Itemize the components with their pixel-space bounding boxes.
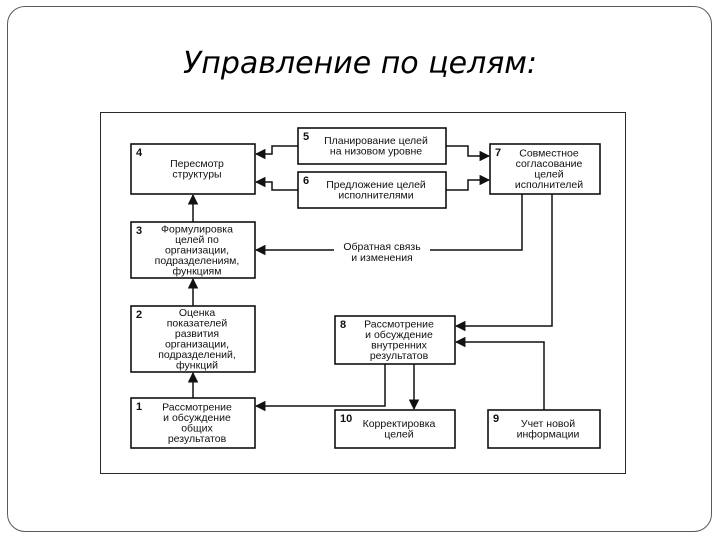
box-1-frame [130, 397, 256, 449]
box-line: и обсуждение [163, 412, 231, 424]
box-line: Совместное [519, 148, 579, 160]
box-line: организации, [165, 339, 229, 351]
box-8-frame [334, 315, 456, 365]
connector-arrow [454, 336, 545, 410]
box-line: Пересмотр [170, 158, 224, 170]
box-5-frame [297, 127, 447, 165]
connector-arrow [430, 194, 523, 251]
box-2-frame [130, 305, 256, 373]
box-line: исполнителей [515, 179, 583, 191]
box-3-frame [130, 221, 256, 279]
box-10-frame [334, 409, 456, 449]
box-number: 1 [136, 401, 142, 413]
box-4-frame [130, 143, 256, 195]
box-line: структуры [172, 169, 221, 181]
box-line: Учет новой [521, 418, 575, 430]
box-number: 6 [303, 175, 309, 187]
box-line: Рассмотрение [364, 319, 434, 331]
box-line: развития [175, 328, 219, 340]
connector-arrow [446, 145, 491, 162]
box-number: 3 [136, 225, 142, 237]
box-number: 2 [136, 309, 142, 321]
feedback-label-line: Обратная связь [343, 241, 421, 253]
connector-arrow [446, 174, 491, 191]
box-line: Корректировка [363, 418, 436, 430]
box-line: внутренних [371, 340, 428, 352]
connector-arrow [254, 145, 298, 160]
connector-arrow [454, 194, 553, 332]
box-line: согласование [516, 158, 583, 170]
diagram-frame [100, 112, 626, 474]
box-line: целей [384, 429, 413, 441]
box-9-frame [487, 409, 601, 449]
connector-arrow [254, 176, 298, 191]
box-number: 7 [495, 147, 501, 159]
box-line: подразделениям, [155, 255, 240, 267]
box-line: результатов [168, 433, 227, 445]
box-line: на низовом уровне [330, 146, 422, 158]
connector-arrow [254, 364, 386, 412]
feedback-label-line: и изменения [351, 252, 413, 264]
slide-title: Управление по целям: [182, 46, 538, 81]
box-line: Рассмотрение [162, 402, 232, 414]
box-line: организации, [165, 244, 229, 256]
box-line: целей по [175, 234, 219, 246]
box-line: Планирование целей [324, 135, 428, 147]
box-line: исполнителями [338, 190, 413, 202]
box-line: Оценка [179, 307, 216, 319]
box-number: 9 [493, 413, 499, 425]
box-number: 4 [136, 147, 143, 159]
box-line: функций [176, 360, 218, 372]
box-line: общих [181, 423, 213, 435]
box-line: целей [534, 169, 563, 181]
box-2: 2 Оценкапоказателейразвитияорганизации,по… [130, 305, 256, 373]
box-line: показателей [167, 318, 228, 330]
box-line: и обсуждение [365, 329, 433, 341]
box-line: функциям [173, 265, 222, 277]
box-number: 5 [303, 131, 309, 143]
box-number: 8 [340, 319, 346, 331]
box-line: Предложение целей [326, 179, 426, 191]
connectors [187, 145, 553, 412]
box-line: результатов [370, 350, 429, 362]
box-line: информации [517, 429, 580, 441]
box-line: подразделений, [158, 349, 236, 361]
box-6-frame [297, 171, 447, 209]
box-number: 10 [340, 413, 352, 425]
box-line: Формулировка [161, 223, 233, 235]
box-7-frame [489, 143, 601, 195]
